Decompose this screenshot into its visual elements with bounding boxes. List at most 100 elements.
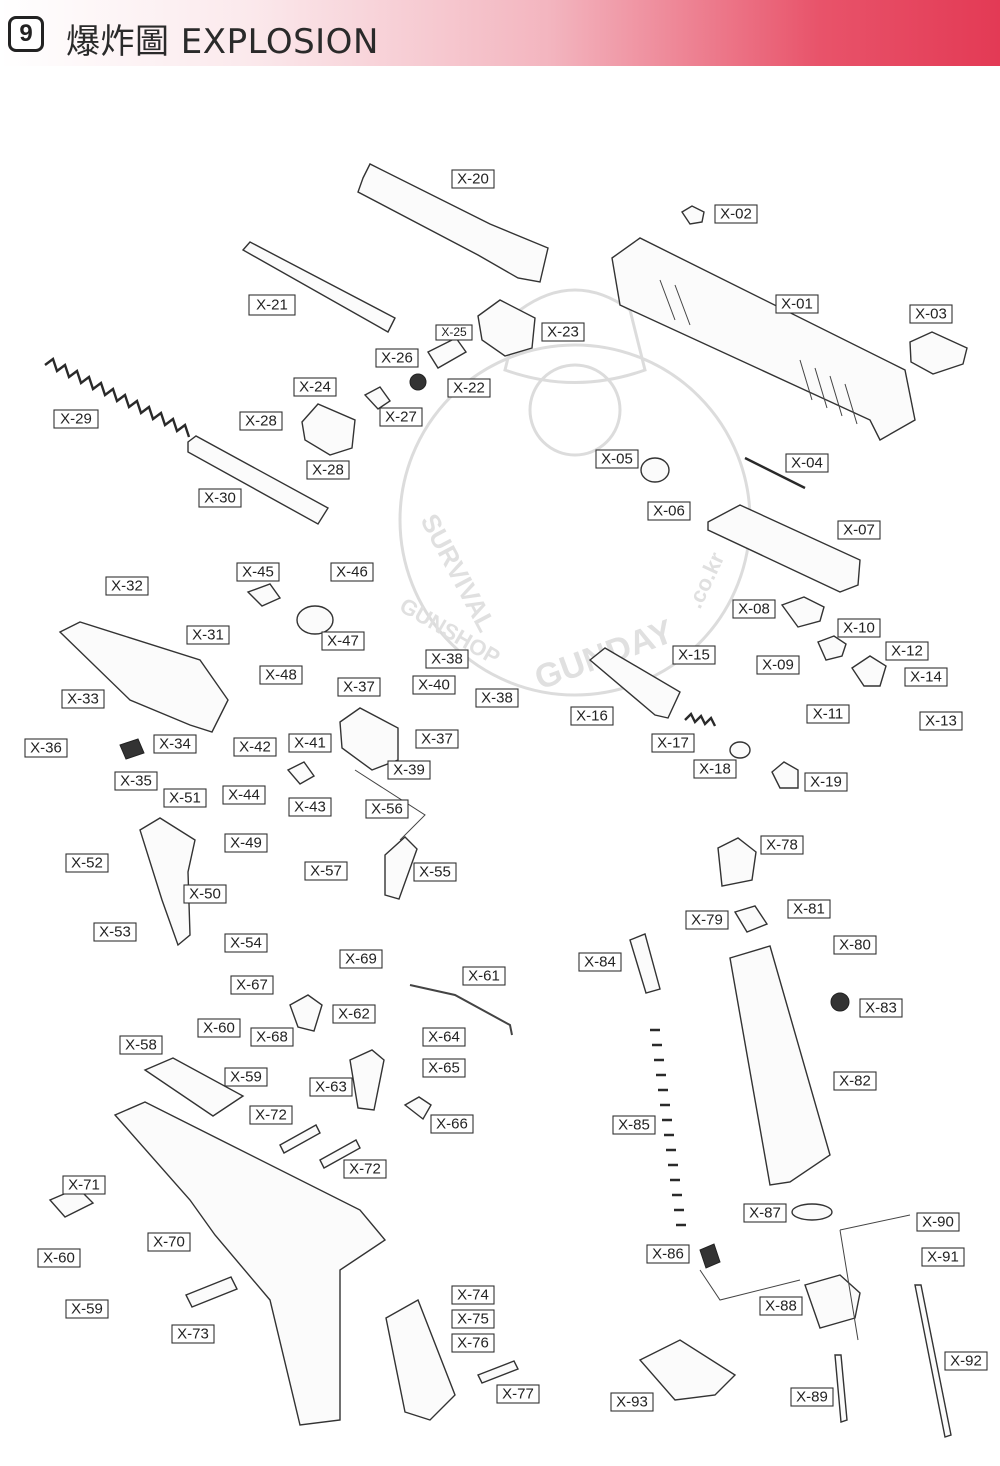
front-sight-part xyxy=(681,205,705,225)
svg-text:X-75: X-75 xyxy=(457,1311,489,1328)
svg-text:X-17: X-17 xyxy=(657,735,689,752)
svg-text:X-82: X-82 xyxy=(839,1073,871,1090)
svg-text:X-73: X-73 xyxy=(177,1326,209,1343)
label-x-28-upper: X-28 xyxy=(239,411,283,431)
svg-text:X-06: X-06 xyxy=(653,503,685,520)
label-x-44: X-44 xyxy=(222,785,266,805)
svg-text:X-04: X-04 xyxy=(791,455,823,472)
label-x-17: X-17 xyxy=(651,733,695,753)
label-x-79: X-79 xyxy=(685,910,729,930)
label-x-48: X-48 xyxy=(259,665,303,685)
svg-text:X-42: X-42 xyxy=(239,739,271,756)
label-x-69: X-69 xyxy=(339,949,383,969)
label-x-65: X-65 xyxy=(422,1058,466,1078)
label-x-66: X-66 xyxy=(430,1114,474,1134)
recoil-spring-part xyxy=(44,357,191,438)
nozzle-guide-part xyxy=(771,761,799,789)
svg-text:X-91: X-91 xyxy=(927,1249,959,1266)
label-x-27: X-27 xyxy=(379,407,423,427)
label-x-90: X-90 xyxy=(916,1212,960,1232)
magazine-bottom-valve-part xyxy=(804,1274,861,1329)
label-x-60-lower: X-60 xyxy=(37,1248,81,1268)
svg-text:X-31: X-31 xyxy=(192,627,224,644)
svg-text:X-59: X-59 xyxy=(230,1069,262,1086)
label-x-45: X-45 xyxy=(236,562,280,582)
takedown-pin-part xyxy=(185,1276,238,1308)
label-x-51: X-51 xyxy=(163,788,207,808)
label-x-91: X-91 xyxy=(921,1247,965,1267)
svg-text:X-90: X-90 xyxy=(922,1214,954,1231)
svg-text:X-68: X-68 xyxy=(256,1029,288,1046)
svg-text:X-88: X-88 xyxy=(765,1298,797,1315)
label-x-89: X-89 xyxy=(790,1387,834,1407)
label-x-85: X-85 xyxy=(612,1115,656,1135)
svg-text:X-05: X-05 xyxy=(601,451,633,468)
svg-text:X-20: X-20 xyxy=(457,171,489,188)
label-x-30: X-30 xyxy=(198,488,242,508)
svg-text:X-29: X-29 xyxy=(60,411,92,428)
svg-text:X-22: X-22 xyxy=(453,380,485,397)
svg-text:X-14: X-14 xyxy=(910,669,942,686)
svg-text:X-80: X-80 xyxy=(839,937,871,954)
svg-text:X-83: X-83 xyxy=(865,1000,897,1017)
hopup-chamber-part xyxy=(477,299,536,357)
label-x-04: X-04 xyxy=(785,453,829,473)
label-x-38-upper: X-38 xyxy=(425,649,469,669)
label-x-80: X-80 xyxy=(833,935,877,955)
cylinder-head-part xyxy=(640,457,670,483)
svg-text:X-84: X-84 xyxy=(584,954,616,971)
svg-text:X-93: X-93 xyxy=(616,1394,648,1411)
label-x-78: X-78 xyxy=(760,835,804,855)
trigger-part xyxy=(384,836,418,900)
svg-text:X-58: X-58 xyxy=(125,1037,157,1054)
magazine-follower-guide-part xyxy=(629,933,661,994)
label-x-29: X-29 xyxy=(53,409,99,429)
loading-nozzle-part xyxy=(588,647,681,719)
label-x-87: X-87 xyxy=(743,1203,787,1223)
label-x-33: X-33 xyxy=(61,689,105,709)
nozzle-return-spring-part xyxy=(684,711,717,727)
label-x-08: X-08 xyxy=(732,599,776,619)
label-x-70: X-70 xyxy=(147,1232,191,1252)
svg-text:X-61: X-61 xyxy=(468,968,500,985)
label-x-72-upper: X-72 xyxy=(249,1105,293,1125)
valve-block-part xyxy=(817,635,847,661)
label-x-32: X-32 xyxy=(105,576,149,596)
label-x-68: X-68 xyxy=(250,1027,294,1047)
grip-backstrap-part xyxy=(385,1298,456,1421)
label-x-03: X-03 xyxy=(909,304,953,324)
svg-text:X-89: X-89 xyxy=(796,1389,828,1406)
magazine-base-plate-lock-part xyxy=(699,1243,721,1269)
section-number-badge: 9 xyxy=(8,16,44,52)
magazine-base-plate-part xyxy=(638,1339,737,1401)
valve-part xyxy=(780,596,825,628)
svg-text:X-25: X-25 xyxy=(441,325,467,339)
page-title: 爆炸圖 EXPLOSION xyxy=(66,22,379,62)
label-x-82: X-82 xyxy=(833,1071,877,1091)
svg-text:X-46: X-46 xyxy=(336,564,368,581)
svg-text:X-92: X-92 xyxy=(950,1353,982,1370)
svg-text:X-51: X-51 xyxy=(169,790,201,807)
svg-text:X-70: X-70 xyxy=(153,1234,185,1251)
guide-rod-part xyxy=(187,435,329,525)
label-x-12: X-12 xyxy=(885,641,929,661)
svg-text:X-37: X-37 xyxy=(343,679,375,696)
o-ring-part xyxy=(791,1203,833,1221)
label-x-72-lower: X-72 xyxy=(343,1159,387,1179)
safety-part xyxy=(349,1049,385,1111)
label-x-34: X-34 xyxy=(153,734,197,754)
label-x-60-upper: X-60 xyxy=(197,1018,241,1038)
label-x-39: X-39 xyxy=(387,760,431,780)
svg-text:X-69: X-69 xyxy=(345,951,377,968)
svg-text:X-54: X-54 xyxy=(230,935,262,952)
label-x-09: X-09 xyxy=(756,655,800,675)
svg-text:X-81: X-81 xyxy=(793,901,825,918)
svg-text:X-52: X-52 xyxy=(71,855,103,872)
svg-text:X-56: X-56 xyxy=(371,801,403,818)
svg-text:X-33: X-33 xyxy=(67,691,99,708)
svg-text:X-43: X-43 xyxy=(294,799,326,816)
svg-text:X-34: X-34 xyxy=(159,736,191,753)
svg-text:X-50: X-50 xyxy=(189,886,221,903)
label-x-53: X-53 xyxy=(93,922,137,942)
